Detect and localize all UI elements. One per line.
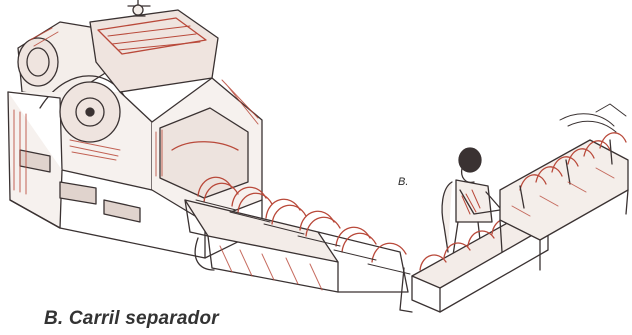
- rail-marker-label: B.: [398, 176, 408, 188]
- figure-caption: B. Carril separador: [44, 308, 219, 330]
- slicer-table: [500, 104, 628, 270]
